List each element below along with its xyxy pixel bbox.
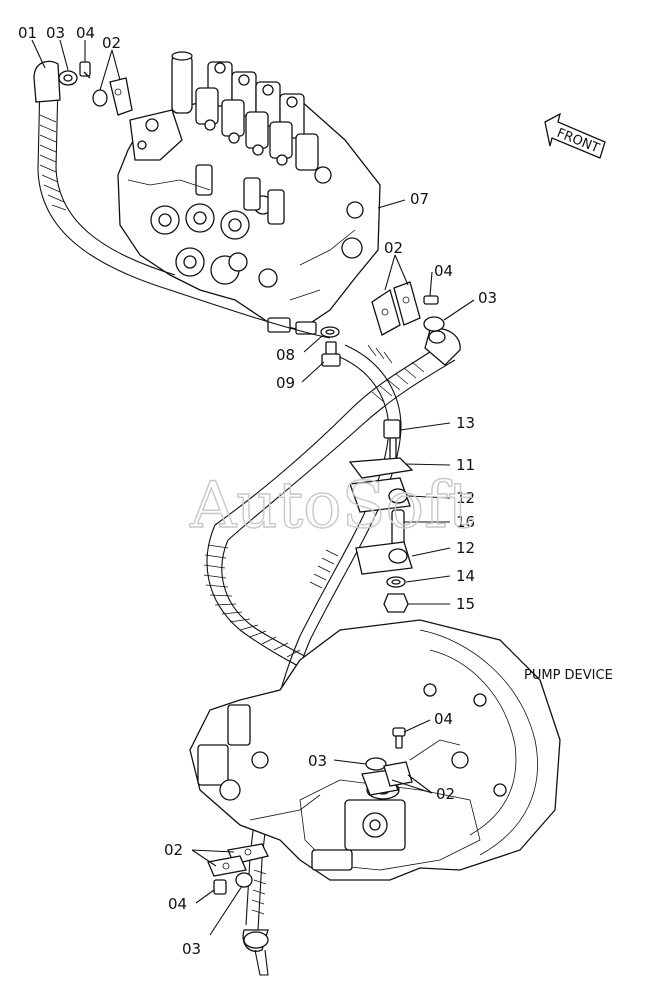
callout-13: 13: [456, 414, 475, 432]
callout-12-a: 12: [456, 489, 475, 507]
hose-hatching-main: [371, 361, 425, 403]
callout-11: 11: [456, 456, 475, 474]
callout-08: 08: [276, 346, 295, 364]
callout-02-mid: 02: [384, 239, 403, 257]
hose-hatching-lower: [251, 549, 339, 915]
parts-clamp-stack: [348, 419, 414, 613]
callout-labels: 01 03 04 02 07 02 04 03 08 09 13 11 12 1…: [18, 24, 613, 958]
callout-04-bot: 04: [168, 895, 187, 913]
callout-15: 15: [456, 595, 475, 613]
callout-02-top: 02: [102, 34, 121, 52]
callout-12-b: 12: [456, 539, 475, 557]
callout-02-bot: 02: [164, 841, 183, 859]
hose-hatching-upper: [39, 114, 67, 211]
parts-08-09: [320, 326, 341, 367]
parts-mid-cluster: [371, 281, 445, 336]
callout-04-low: 04: [434, 710, 453, 728]
callout-04-mid: 04: [434, 262, 453, 280]
callout-03-top: 03: [46, 24, 65, 42]
callout-04-top: 04: [76, 24, 95, 42]
callout-07: 07: [410, 190, 429, 208]
watermark: AutoSoft: [189, 469, 474, 543]
parts-top-cluster: [58, 61, 133, 116]
callout-03-bot: 03: [182, 940, 201, 958]
pump-device-label: PUMP DEVICE: [524, 668, 613, 683]
callout-03-low: 03: [308, 752, 327, 770]
leader-lines: [31, 39, 475, 936]
callout-01-top: 01: [18, 24, 37, 42]
hose-upper-left: [33, 60, 331, 339]
control-valve: [117, 51, 381, 335]
callout-09: 09: [276, 374, 295, 392]
callout-02-low: 02: [436, 785, 455, 803]
callout-03-mid: 03: [478, 289, 497, 307]
parts-bottom-cluster: [207, 843, 269, 895]
callout-14: 14: [456, 567, 475, 585]
callout-16: 16: [456, 513, 475, 531]
front-arrow: FRONT: [544, 112, 606, 159]
pump-device: [189, 619, 561, 881]
